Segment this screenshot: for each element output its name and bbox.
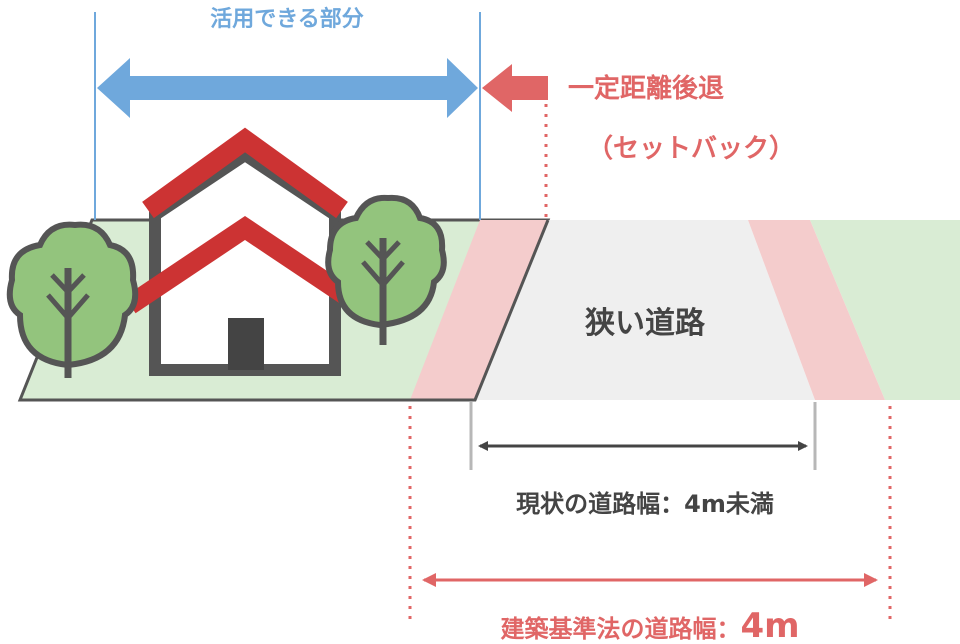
tree-icon-right xyxy=(325,194,447,345)
tree-icon-left xyxy=(6,221,139,378)
legal-width-label-value: 4m xyxy=(740,606,799,644)
narrow-road-surface xyxy=(475,220,815,400)
usable-part-label: 活用できる部分 xyxy=(210,6,364,32)
narrow-road-label: 狭い道路 xyxy=(584,306,706,341)
lot-edge xyxy=(473,219,550,401)
house-icon xyxy=(124,127,366,376)
setback-arrow-icon xyxy=(482,64,548,112)
legal-width-label: 建築基準法の道路幅：4m xyxy=(500,606,799,644)
setback-area-left xyxy=(410,220,548,400)
current-width-label: 現状の道路幅：4m未満 xyxy=(516,490,774,518)
usable-part-dimension xyxy=(94,12,481,220)
current-width-dimension xyxy=(469,402,817,470)
setback-label-line2: （セットバック） xyxy=(587,134,795,164)
opposite-ground xyxy=(810,220,960,400)
legal-width-dimension xyxy=(408,406,892,620)
setback-label-line1: 一定距離後退 xyxy=(568,73,724,104)
legal-width-label-prefix: 建築基準法の道路幅： xyxy=(500,615,740,643)
setback-area-right xyxy=(748,220,885,400)
